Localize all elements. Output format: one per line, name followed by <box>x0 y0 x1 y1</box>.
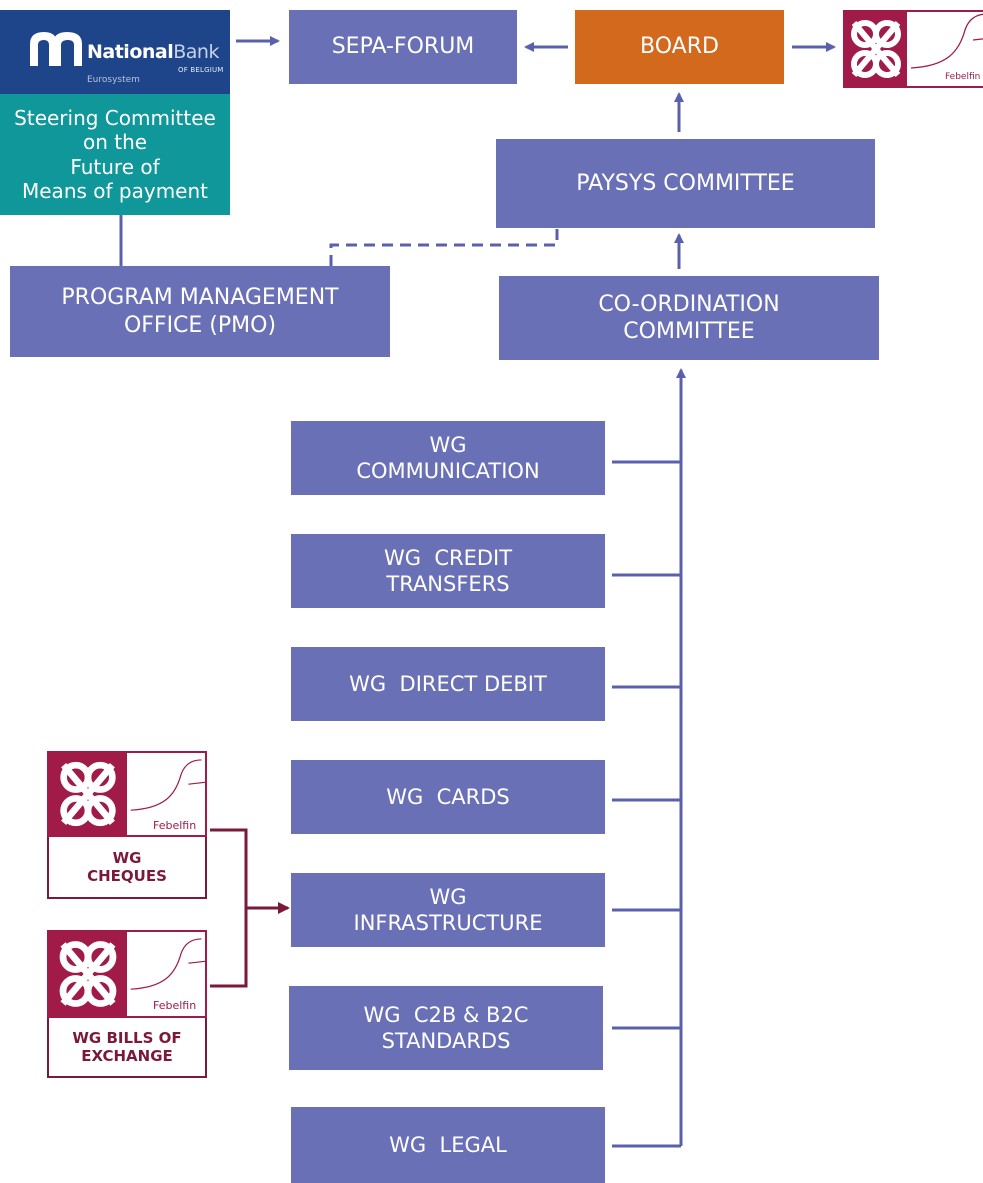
febelfin-logo-bills: Febelfin <box>47 930 207 1018</box>
wg-bills-of-exchange-card: Febelfin WG BILLS OF EXCHANGE <box>47 930 207 1078</box>
caption-line: WG BILLS OF <box>72 1029 182 1047</box>
wg-c2b-b2c-box: WG C2B & B2C STANDARDS <box>289 986 603 1070</box>
box-label: SEPA-FORUM <box>331 34 475 60</box>
steering-line: Future of <box>70 154 160 179</box>
wg-cheques-caption: WG CHEQUES <box>49 837 205 897</box>
box-label: TRANSFERS <box>386 572 510 596</box>
box-label: CO-ORDINATION <box>598 291 780 317</box>
coordination-committee-box: CO-ORDINATION COMMITTEE <box>499 276 879 360</box>
bracket-febelfin-wgs <box>210 828 248 988</box>
box-label: WG C2B & B2C <box>363 1002 529 1027</box>
febelfin-label: Febelfin <box>945 72 981 82</box>
nbb-name: NationalBank <box>87 41 219 63</box>
steering-committee-box: Steering Committee on the Future of Mean… <box>0 94 230 215</box>
box-label: WG <box>429 884 467 909</box>
nbb-subtitle: OF BELGIUM <box>178 66 224 74</box>
steering-line: Means of payment <box>22 178 208 203</box>
wg-cheques-card: Febelfin WG CHEQUES <box>47 751 207 899</box>
caption-line: EXCHANGE <box>81 1047 173 1065</box>
febelfin-emblem-icon <box>60 761 116 827</box>
wg-infrastructure-box: WG INFRASTRUCTURE <box>291 873 605 947</box>
box-label: WG CREDIT <box>383 545 513 570</box>
nbb-logo: NationalBank OF BELGIUM Eurosystem <box>0 10 230 94</box>
box-label: OFFICE (PMO) <box>123 312 277 338</box>
pmo-box: PROGRAM MANAGEMENT OFFICE (PMO) <box>10 266 390 357</box>
febelfin-curve-icon <box>130 938 206 990</box>
sepa-forum-box: SEPA-FORUM <box>289 10 517 84</box>
box-label: COMMITTEE <box>623 319 755 344</box>
caption-line: CHEQUES <box>87 867 167 885</box>
wg-credit-transfers-box: WG CREDIT TRANSFERS <box>291 534 605 608</box>
box-label: PAYSYS COMMITTEE <box>576 170 795 196</box>
steering-line: Steering Committee <box>14 105 216 130</box>
box-label: COMMUNICATION <box>356 459 540 483</box>
wg-bills-caption: WG BILLS OF EXCHANGE <box>49 1018 205 1076</box>
febelfin-logo-cheques: Febelfin <box>47 751 207 837</box>
steering-line: on the <box>82 130 148 155</box>
febelfin-emblem-icon <box>851 20 901 78</box>
febelfin-curve-icon <box>130 759 206 811</box>
wg-communication-box: WG COMMUNICATION <box>291 421 605 495</box>
caption-line: WG <box>112 849 142 867</box>
box-label: WG CARDS <box>386 784 510 809</box>
febelfin-label: Febelfin <box>153 999 197 1012</box>
box-label: WG DIRECT DEBIT <box>349 671 547 696</box>
box-label: WG LEGAL <box>389 1132 507 1157</box>
box-label: BOARD <box>640 34 719 60</box>
box-label: PROGRAM MANAGEMENT <box>61 285 339 311</box>
board-box: BOARD <box>575 10 784 84</box>
febelfin-curve-icon <box>910 13 983 69</box>
box-label: STANDARDS <box>381 1029 511 1053</box>
febelfin-emblem-icon <box>59 941 117 1007</box>
nbb-tagline: Eurosystem <box>87 75 140 85</box>
dashed-pmo-to-paysys <box>329 228 559 266</box>
nbb-mark-icon <box>30 32 82 66</box>
wg-legal-box: WG LEGAL <box>291 1107 605 1183</box>
febelfin-label: Febelfin <box>153 819 197 832</box>
paysys-committee-box: PAYSYS COMMITTEE <box>496 139 875 228</box>
febelfin-logo-top: Febelfin <box>843 10 983 88</box>
wg-cards-box: WG CARDS <box>291 760 605 834</box>
box-label: WG <box>429 432 467 457</box>
box-label: INFRASTRUCTURE <box>353 911 543 935</box>
wg-direct-debit-box: WG DIRECT DEBIT <box>291 647 605 721</box>
